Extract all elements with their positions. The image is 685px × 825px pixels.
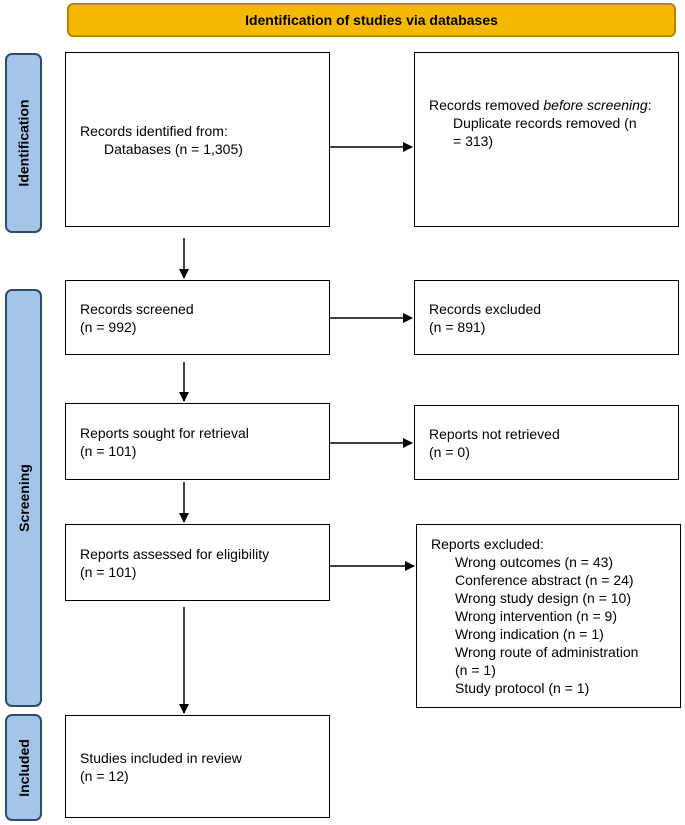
reports-sought-count: (n = 101) [80, 442, 137, 459]
reports-excluded-reason: Wrong indication (n = 1) [455, 626, 604, 642]
reports-assessed-box: Reports assessed for eligibility (n = 10… [65, 524, 330, 601]
records-removed-detail-line1: Duplicate records removed (n [453, 115, 637, 131]
reports-excluded-reason: (n = 1) [455, 662, 496, 678]
reports-excluded-reason: Study protocol (n = 1) [455, 680, 590, 696]
reports-assessed-count: (n = 101) [80, 563, 137, 580]
stage-included: Included [5, 714, 42, 821]
reports-excluded-reason: Conference abstract (n = 24) [455, 572, 634, 588]
reports-not-retrieved-box: Reports not retrieved (n = 0) [414, 405, 679, 480]
stage-screening: Screening [5, 289, 42, 707]
reports-not-retrieved-count: (n = 0) [429, 443, 470, 460]
header-banner: Identification of studies via databases [67, 3, 676, 37]
studies-included-box: Studies included in review (n = 12) [65, 715, 330, 818]
reports-excluded-reason: Wrong intervention (n = 9) [455, 608, 617, 624]
records-identified-detail: Databases (n = 1,305) [104, 140, 243, 157]
records-removed-label-suffix: : [647, 97, 652, 113]
stage-identification: Identification [5, 53, 42, 233]
records-excluded-label: Records excluded [429, 300, 542, 317]
records-screened-box: Records screened (n = 992) [65, 280, 330, 355]
records-removed-box: Records removed before screening: Duplic… [414, 52, 679, 227]
records-excluded-count: (n = 891) [429, 318, 486, 335]
reports-excluded-reason: Wrong outcomes (n = 43) [455, 554, 614, 570]
reports-excluded-label: Reports excluded: [431, 536, 544, 552]
records-screened-count: (n = 992) [80, 318, 137, 335]
records-identified-box: Records identified from: Databases (n = … [65, 52, 330, 227]
reports-excluded-box: Reports excluded: Wrong outcomes (n = 43… [416, 524, 681, 708]
records-screened-label: Records screened [80, 300, 194, 317]
reports-sought-label: Reports sought for retrieval [80, 424, 249, 441]
studies-included-count: (n = 12) [80, 767, 129, 784]
studies-included-label: Studies included in review [80, 749, 242, 766]
records-removed-label: Records removed before screening: [429, 96, 664, 114]
reports-excluded-reason: Wrong route of administration [455, 644, 639, 660]
records-identified-label: Records identified from: [80, 122, 228, 139]
reports-sought-box: Reports sought for retrieval (n = 101) [65, 403, 330, 480]
records-removed-label-prefix: Records removed [429, 97, 544, 113]
records-removed-detail-line2: = 313) [453, 133, 494, 149]
records-excluded-box: Records excluded (n = 891) [414, 280, 679, 355]
header-title: Identification of studies via databases [245, 12, 498, 28]
records-removed-label-emphasis: before screening [543, 97, 648, 113]
reports-assessed-label: Reports assessed for eligibility [80, 545, 270, 562]
reports-excluded-reason: Wrong study design (n = 10) [455, 590, 632, 606]
reports-not-retrieved-label: Reports not retrieved [429, 425, 560, 442]
